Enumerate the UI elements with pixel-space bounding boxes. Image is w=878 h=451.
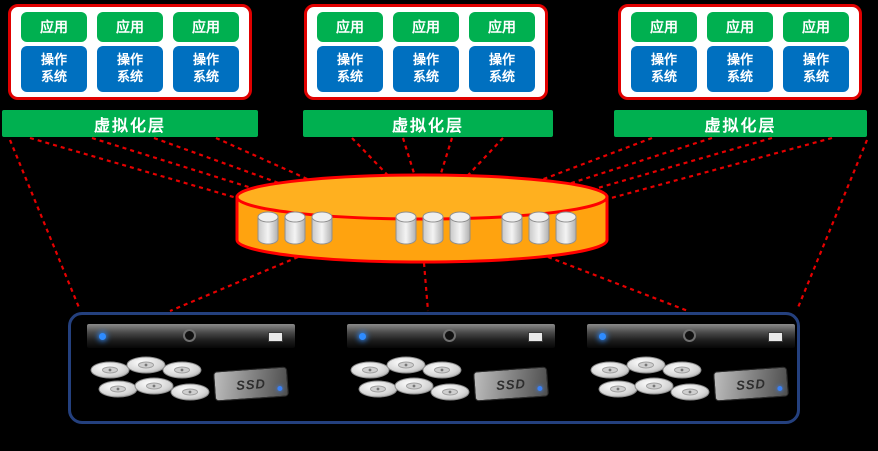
os-box: 操作系统 <box>21 46 87 92</box>
hdd-disk-icon <box>358 380 398 398</box>
hdd-disk-icon <box>430 383 470 401</box>
ssd-label: SSD <box>495 375 527 393</box>
os-box: 操作系统 <box>469 46 535 92</box>
os-box: 操作系统 <box>317 46 383 92</box>
disk-cylinder-icon <box>395 211 417 245</box>
vm-cluster-2: 应用 操作系统 应用 操作系统 应用 操作系统 <box>304 4 548 100</box>
ssd-led-icon <box>777 385 783 392</box>
virtualization-layer-2: 虚拟化层 <box>303 110 553 137</box>
pool-disk-group-3 <box>501 211 577 245</box>
ssd-drive-icon: SSD <box>213 366 289 402</box>
server-chassis <box>86 323 296 349</box>
hdd-disk-icon <box>126 356 166 374</box>
vm-stack: 应用 操作系统 <box>783 12 849 92</box>
vm-stack: 应用 操作系统 <box>469 12 535 92</box>
ssd-drive-icon: SSD <box>473 366 549 402</box>
vm-cluster-3: 应用 操作系统 应用 操作系统 应用 操作系统 <box>618 4 862 100</box>
power-led-icon <box>599 333 606 340</box>
disk-cylinder-icon <box>284 211 306 245</box>
server-chassis <box>586 323 796 349</box>
ssd-led-icon <box>537 385 543 392</box>
hdd-disk-icon <box>350 361 390 379</box>
app-box: 应用 <box>631 12 697 42</box>
connector-line <box>547 255 689 313</box>
power-button-icon <box>683 329 696 342</box>
os-box: 操作系统 <box>783 46 849 92</box>
server-1: SSD <box>86 323 296 419</box>
server-3: SSD <box>586 323 796 419</box>
disk-cylinder-icon <box>311 211 333 245</box>
hdd-disk-icon <box>394 377 434 395</box>
hdd-disk-icon <box>90 361 130 379</box>
pool-disk-group-2 <box>395 211 471 245</box>
vm-stack: 应用 操作系统 <box>173 12 239 92</box>
hdd-disk-icon <box>170 383 210 401</box>
connector-line <box>8 139 82 311</box>
connector-lines <box>8 136 869 313</box>
connector-line <box>91 136 291 202</box>
hdd-disk-icon <box>134 377 174 395</box>
disk-cylinder-icon <box>555 211 577 245</box>
vm-cluster-1: 应用 操作系统 应用 操作系统 应用 操作系统 <box>8 4 252 100</box>
hdd-array <box>86 355 216 417</box>
drive-slot-icon <box>268 332 283 342</box>
power-button-icon <box>183 329 196 342</box>
power-button-icon <box>443 329 456 342</box>
server-chassis <box>346 323 556 349</box>
connector-line <box>511 136 653 193</box>
hdd-disk-icon <box>626 356 666 374</box>
os-box: 操作系统 <box>631 46 697 92</box>
hdd-array <box>346 355 476 417</box>
os-box: 操作系统 <box>97 46 163 92</box>
hdd-disk-icon <box>598 380 638 398</box>
ssd-led-icon <box>277 385 283 392</box>
vm-stack: 应用 操作系统 <box>631 12 697 92</box>
app-box: 应用 <box>469 12 535 42</box>
connector-line <box>422 262 430 312</box>
hdd-disk-icon <box>634 377 674 395</box>
connector-line <box>577 136 833 209</box>
hdd-array <box>586 355 716 417</box>
os-box: 操作系统 <box>173 46 239 92</box>
ssd-label: SSD <box>735 375 767 393</box>
app-box: 应用 <box>707 12 773 42</box>
drive-slot-icon <box>528 332 543 342</box>
vm-stack: 应用 操作系统 <box>97 12 163 92</box>
hdd-disk-icon <box>590 361 630 379</box>
vm-stack: 应用 操作系统 <box>317 12 383 92</box>
app-box: 应用 <box>393 12 459 42</box>
vm-stack: 应用 操作系统 <box>707 12 773 92</box>
app-box: 应用 <box>317 12 383 42</box>
disk-cylinder-icon <box>449 211 471 245</box>
ssd-label: SSD <box>235 375 267 393</box>
virtualization-layer-3: 虚拟化层 <box>614 110 867 137</box>
connector-line <box>795 139 869 311</box>
app-box: 应用 <box>97 12 163 42</box>
connector-line <box>169 255 299 313</box>
vm-stack: 应用 操作系统 <box>393 12 459 92</box>
server-2: SSD <box>346 323 556 419</box>
server-cluster-frame: SSD SSD <box>68 312 800 424</box>
power-led-icon <box>99 333 106 340</box>
os-box: 操作系统 <box>393 46 459 92</box>
disk-cylinder-icon <box>422 211 444 245</box>
drive-slot-icon <box>768 332 783 342</box>
connector-line <box>29 136 269 209</box>
app-box: 应用 <box>783 12 849 42</box>
power-led-icon <box>359 333 366 340</box>
vm-stack: 应用 操作系统 <box>21 12 87 92</box>
disk-cylinder-icon <box>257 211 279 245</box>
os-box: 操作系统 <box>707 46 773 92</box>
disk-cylinder-icon <box>501 211 523 245</box>
pool-disk-group-1 <box>257 211 333 245</box>
app-box: 应用 <box>21 12 87 42</box>
hdd-disk-icon <box>386 356 426 374</box>
disk-cylinder-icon <box>528 211 550 245</box>
hdd-disk-icon <box>98 380 138 398</box>
app-box: 应用 <box>173 12 239 42</box>
ssd-drive-icon: SSD <box>713 366 789 402</box>
virtualization-layer-1: 虚拟化层 <box>2 110 258 137</box>
hdd-disk-icon <box>670 383 710 401</box>
